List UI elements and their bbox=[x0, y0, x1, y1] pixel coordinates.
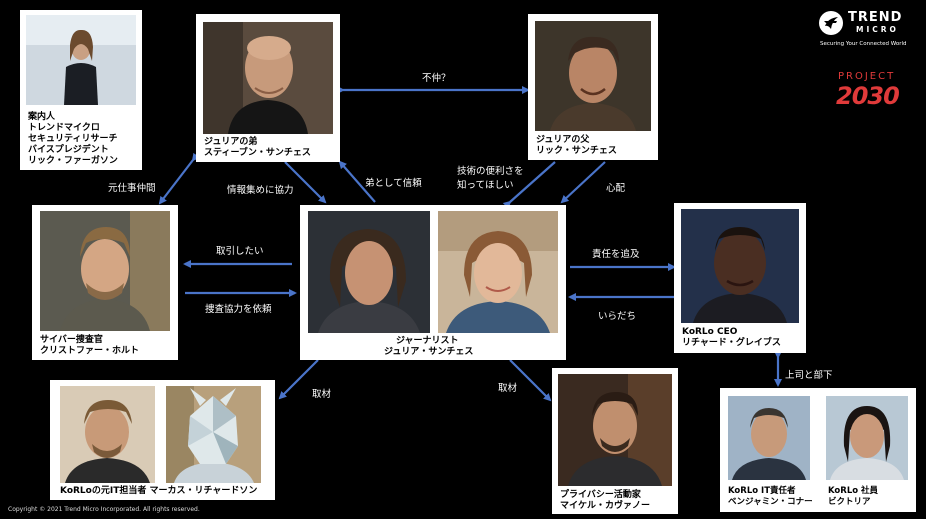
caption-investigator-line-1: サイバー捜査官 bbox=[40, 335, 103, 345]
caption-ceo-line-1: KoRLo CEO bbox=[682, 327, 738, 337]
arrow-brother-investigator bbox=[158, 152, 200, 205]
label-interview-left: 取材 bbox=[312, 389, 332, 400]
photo-former-it-2 bbox=[166, 386, 261, 483]
caption-guide-line-2: トレンドマイクロ bbox=[28, 123, 100, 133]
label-boss-subordinate: 上司と部下 bbox=[785, 370, 833, 381]
caption-privacy-line-2: マイケル・カヴァノー bbox=[560, 501, 651, 511]
label-former-colleague: 元仕事仲間 bbox=[108, 183, 156, 194]
caption-it-head-line-2: ベンジャミン・コナー bbox=[728, 497, 813, 507]
caption-former-it-line-1: KoRLoの元IT担当者 マーカス・リチャードソン bbox=[60, 486, 258, 496]
arrow-father-journalist-2 bbox=[560, 161, 606, 204]
caption-journalist-line-2: ジュリア・サンチェス bbox=[384, 347, 474, 357]
photo-employee bbox=[826, 396, 908, 480]
photo-ceo bbox=[681, 209, 799, 323]
caption-privacy-line-1: プライバシー活動家 bbox=[560, 490, 641, 500]
caption-guide-line-4: バイスプレジデント bbox=[28, 145, 109, 155]
photo-father bbox=[535, 21, 651, 131]
project-number: 2030 bbox=[836, 82, 900, 110]
label-worry: 心配 bbox=[606, 183, 626, 194]
photo-privacy bbox=[558, 374, 672, 486]
photo-journalist-2 bbox=[438, 211, 558, 333]
photo-guide bbox=[26, 15, 136, 105]
caption-father-line-2: リック・サンチェス bbox=[536, 146, 617, 156]
caption-guide-line-5: リック・ファーガソン bbox=[28, 156, 118, 166]
project-label: PROJECT bbox=[838, 71, 896, 82]
logo-tagline: Securing Your Connected World bbox=[820, 41, 907, 47]
label-want-deal: 取引したい bbox=[216, 246, 264, 257]
label-trust-as-brother: 弟として信頼 bbox=[365, 178, 422, 189]
label-feud: 不仲？ bbox=[422, 73, 451, 84]
card-ceo: KoRLo CEO リチャード・グレイブス bbox=[674, 203, 806, 353]
photo-brother bbox=[203, 22, 333, 134]
caption-father-line-1: ジュリアの父 bbox=[536, 135, 590, 145]
photo-journalist-1 bbox=[308, 211, 430, 333]
trend-micro-logo: TREND MICRO Securing Your Connected Worl… bbox=[818, 8, 918, 56]
caption-employee-line-1: KoRLo 社員 bbox=[828, 486, 879, 496]
caption-guide-line-1: 案内人 bbox=[28, 112, 56, 122]
caption-brother-line-2: スティーブン・サンチェス bbox=[204, 148, 311, 158]
card-korlo-staff: KoRLo IT責任者 ベンジャミン・コナー KoRLo 社員 ビクトリア bbox=[720, 388, 916, 512]
logo-line-2: MICRO bbox=[856, 25, 899, 34]
label-tech-convenience-1: 技術の便利さを bbox=[457, 166, 524, 177]
card-journalist: ジャーナリスト ジュリア・サンチェス bbox=[300, 205, 566, 360]
copyright-notice: Copyright © 2021 Trend Micro Incorporate… bbox=[8, 506, 200, 513]
caption-brother-line-1: ジュリアの弟 bbox=[204, 137, 258, 147]
label-interview-right: 取材 bbox=[498, 383, 518, 394]
card-father: ジュリアの父 リック・サンチェス bbox=[528, 14, 658, 160]
caption-it-head-line-1: KoRLo IT責任者 bbox=[728, 486, 796, 496]
caption-guide-line-3: セキュリティリサーチ bbox=[28, 134, 118, 144]
caption-investigator-line-2: クリストファー・ホルト bbox=[40, 346, 140, 356]
caption-employee-line-2: ビクトリア bbox=[828, 497, 871, 507]
label-tech-convenience-2: 知ってほしい bbox=[457, 180, 514, 191]
trend-micro-logo-icon bbox=[819, 11, 843, 35]
label-pursue-responsibility: 責任を追及 bbox=[592, 249, 640, 260]
label-irritated: いらだち bbox=[598, 311, 637, 322]
card-privacy: プライバシー活動家 マイケル・カヴァノー bbox=[552, 368, 678, 514]
label-request-investigation: 捜査協力を依頼 bbox=[205, 304, 272, 315]
label-info-gathering: 情報集めに協力 bbox=[227, 185, 294, 196]
photo-investigator bbox=[40, 211, 170, 331]
caption-ceo-line-2: リチャード・グレイブス bbox=[682, 338, 781, 348]
caption-journalist-line-1: ジャーナリスト bbox=[396, 336, 459, 346]
card-former-it: KoRLoの元IT担当者 マーカス・リチャードソン bbox=[50, 380, 275, 500]
card-guide: 案内人 トレンドマイクロ セキュリティリサーチ バイスプレジデント リック・ファ… bbox=[20, 10, 142, 170]
card-investigator: サイバー捜査官 クリストファー・ホルト bbox=[32, 205, 178, 360]
photo-former-it-1 bbox=[60, 386, 155, 483]
logo-line-1: TREND bbox=[848, 10, 903, 25]
photo-it-head bbox=[728, 396, 810, 480]
card-brother: ジュリアの弟 スティーブン・サンチェス bbox=[196, 14, 340, 162]
